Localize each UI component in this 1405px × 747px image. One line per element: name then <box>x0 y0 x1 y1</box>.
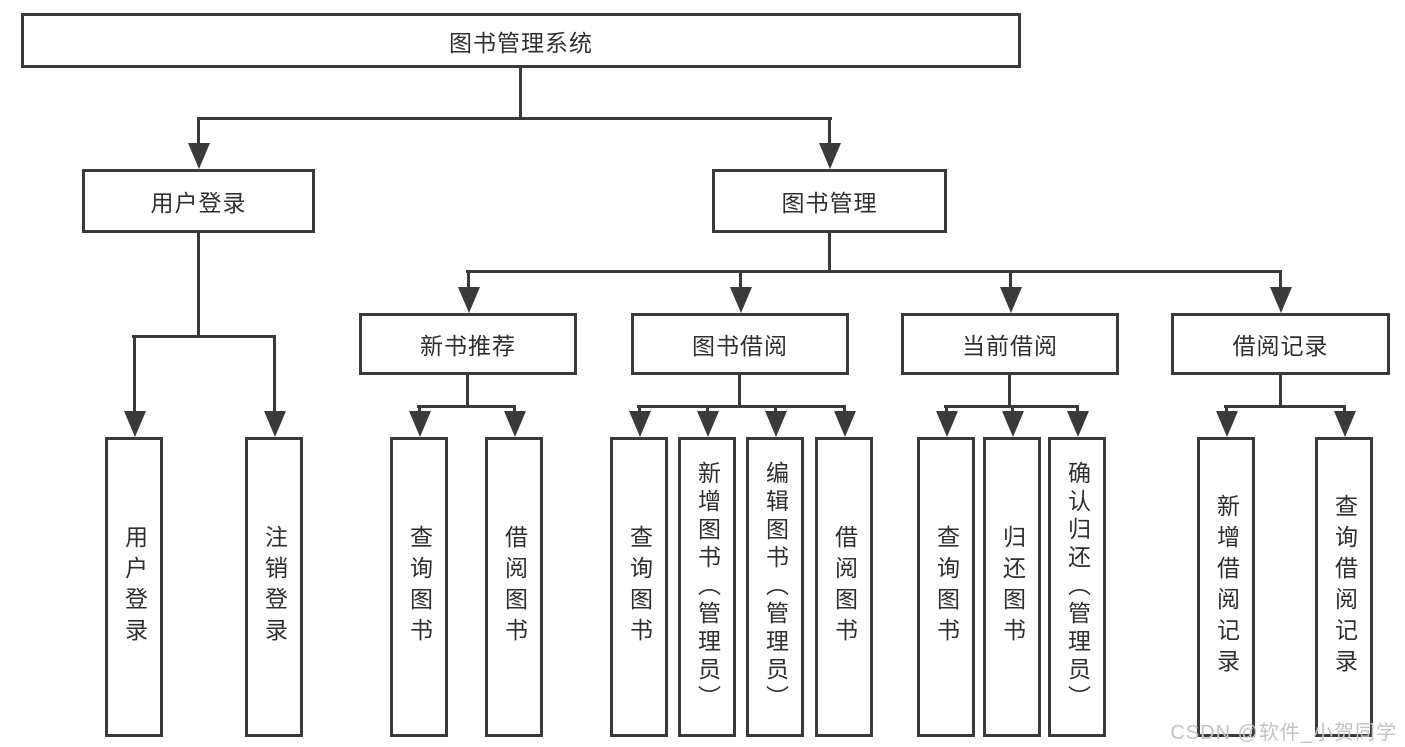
arrow-stem <box>1009 270 1012 295</box>
node-new-book-recommendation: 新书推荐 <box>359 313 577 375</box>
leaf-borrowing-add-books-admin: 新增图书（管理员） <box>678 437 736 737</box>
leaf-borrowing-query-books: 查询图书 <box>610 437 668 737</box>
connector-line <box>466 375 469 408</box>
arrowhead-down-icon <box>1002 411 1024 437</box>
leaf-records-query-record: 查询借阅记录 <box>1315 437 1373 737</box>
arrowhead-down-icon <box>629 411 651 437</box>
arrow-stem <box>828 117 831 151</box>
arrowhead-down-icon <box>458 287 480 313</box>
arrowhead-down-icon <box>188 143 210 169</box>
node-book-borrowing: 图书借阅 <box>631 313 849 375</box>
arrowhead-down-icon <box>1334 411 1356 437</box>
arrow-stem <box>739 270 742 295</box>
arrowhead-down-icon <box>936 411 958 437</box>
connector-line <box>1008 375 1011 408</box>
connector-line <box>637 405 846 408</box>
leaf-current-return-books: 归还图书 <box>983 437 1041 737</box>
node-library-management-system: 图书管理系统 <box>21 13 1021 68</box>
leaf-recommend-query-books: 查询图书 <box>390 437 448 737</box>
arrowhead-down-icon <box>765 411 787 437</box>
connector-line <box>466 270 1282 273</box>
arrowhead-down-icon <box>1067 411 1089 437</box>
leaf-records-add-record: 新增借阅记录 <box>1197 437 1255 737</box>
node-borrowing-records: 借阅记录 <box>1171 313 1390 375</box>
arrowhead-down-icon <box>504 411 526 437</box>
arrowhead-down-icon <box>819 143 841 169</box>
connector-line <box>132 335 275 338</box>
leaf-current-confirm-return-admin: 确认归还（管理员） <box>1048 437 1106 737</box>
leaf-recommend-borrow-books: 借阅图书 <box>485 437 543 737</box>
arrow-stem <box>1279 270 1282 295</box>
arrowhead-down-icon <box>834 411 856 437</box>
arrow-stem <box>197 117 200 151</box>
arrowhead-down-icon <box>264 411 286 437</box>
arrowhead-down-icon <box>1216 411 1238 437</box>
arrowhead-down-icon <box>124 411 146 437</box>
arrow-stem <box>133 335 136 419</box>
connector-line <box>417 405 516 408</box>
leaf-current-query-books: 查询图书 <box>917 437 975 737</box>
watermark: CSDN @软件_小贺同学 <box>1170 722 1397 744</box>
leaf-borrowing-borrow-books: 借阅图书 <box>815 437 873 737</box>
arrowhead-down-icon <box>730 287 752 313</box>
arrow-stem <box>273 335 276 419</box>
node-book-management: 图书管理 <box>712 169 947 233</box>
connector-line <box>197 233 200 337</box>
connector-line <box>197 117 832 120</box>
arrow-stem <box>467 270 470 295</box>
leaf-borrowing-edit-books-admin: 编辑图书（管理员） <box>746 437 804 737</box>
arrowhead-down-icon <box>409 411 431 437</box>
connector-line <box>738 375 741 408</box>
node-current-borrowing: 当前借阅 <box>901 313 1119 375</box>
connector-line <box>1279 375 1282 408</box>
arrowhead-down-icon <box>697 411 719 437</box>
connector-line <box>828 233 831 273</box>
node-user-login: 用户登录 <box>82 169 315 233</box>
arrowhead-down-icon <box>1000 287 1022 313</box>
arrowhead-down-icon <box>1270 287 1292 313</box>
leaf-user-login: 用户登录 <box>105 437 163 737</box>
leaf-logout: 注销登录 <box>245 437 303 737</box>
connector-line <box>519 68 522 120</box>
connector-line <box>1224 405 1346 408</box>
